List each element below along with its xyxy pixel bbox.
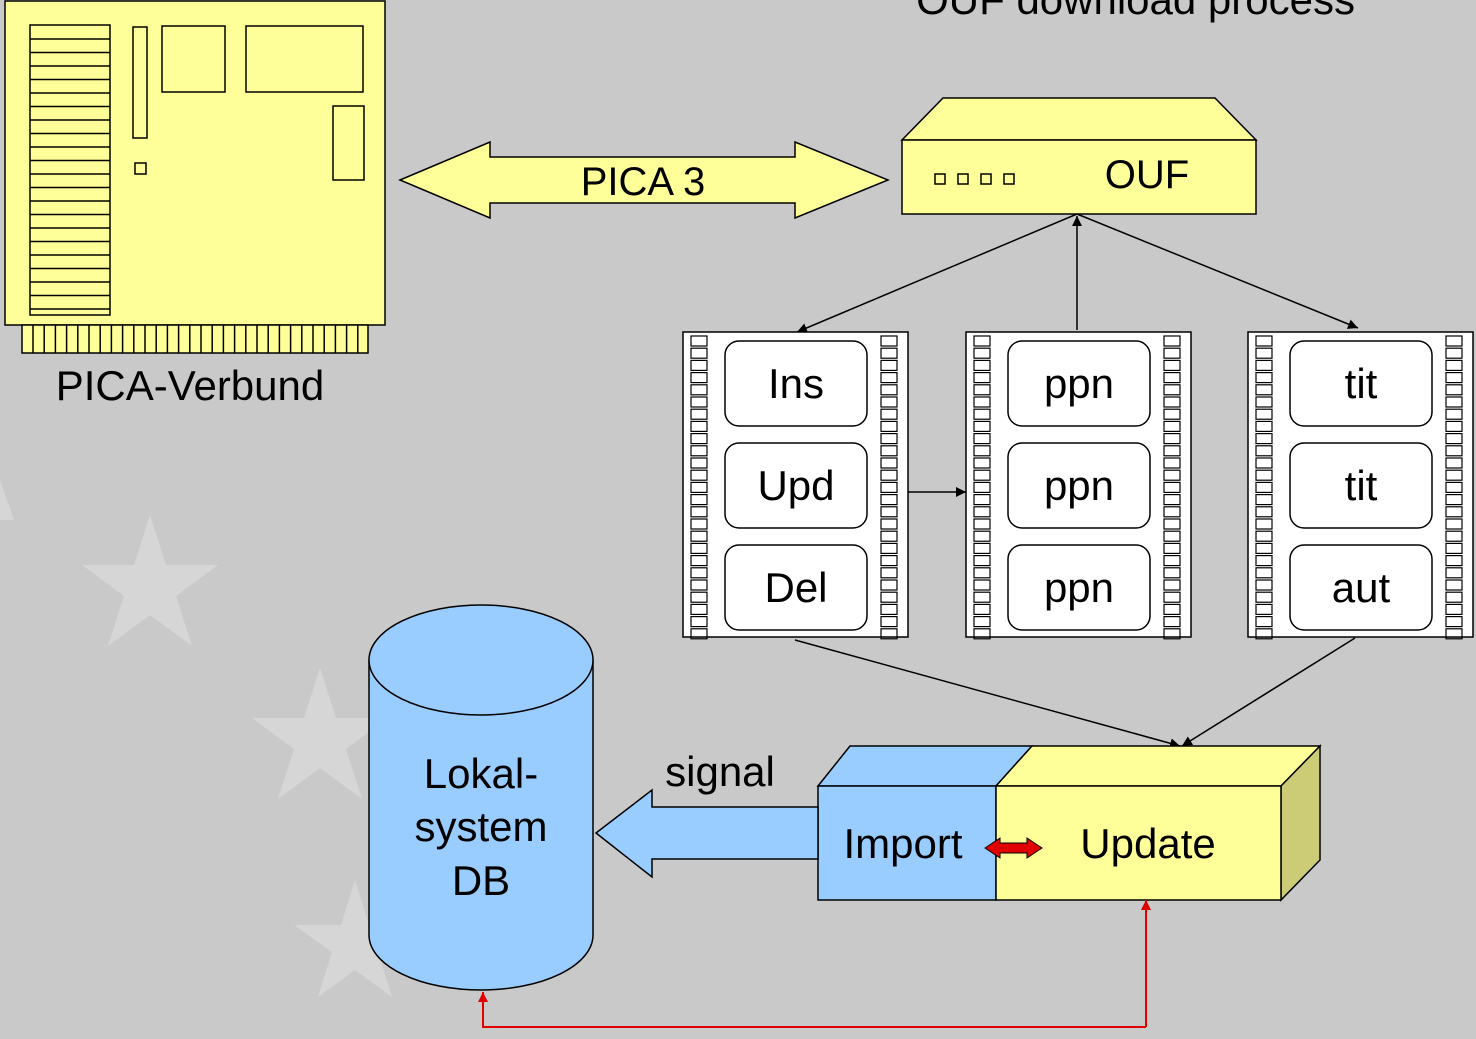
server-connector-pins — [21, 324, 369, 354]
db-label-line-3: DB — [452, 857, 510, 904]
reel-frame-label: Del — [764, 564, 827, 611]
import-panel — [817, 785, 997, 901]
lokalsystem-db — [368, 604, 594, 991]
router-connectors — [796, 213, 1359, 497]
reel-frame-label: Upd — [757, 462, 834, 509]
pica3-link-arrow — [398, 140, 890, 220]
connector-router-to-reel-3 — [1076, 213, 1359, 329]
router-led — [934, 173, 946, 185]
db-label-line-1: Lokal- — [424, 750, 538, 797]
reel-frame-label: ppn — [1044, 564, 1114, 611]
link-label: PICA 3 — [581, 160, 706, 204]
reel-frame — [724, 544, 868, 631]
reel-frame — [1007, 544, 1151, 631]
router-led — [1003, 173, 1015, 185]
reel-frame — [724, 442, 868, 529]
db-label-line-2: system — [414, 803, 547, 850]
film-reel-3: tit tit aut — [1247, 331, 1474, 640]
signal-label: signal — [665, 748, 775, 795]
reel-frame-label: ppn — [1044, 360, 1114, 407]
reel-frame — [1007, 442, 1151, 529]
ouf-router — [900, 97, 1258, 215]
reel-to-box-connectors — [794, 637, 1356, 749]
film-reel-2: ppn ppn ppn — [965, 331, 1192, 640]
box-top-import — [816, 745, 1034, 787]
exchange-arrow — [984, 837, 1043, 859]
router-led — [980, 173, 992, 185]
star-decoration — [252, 668, 388, 799]
reel-frame-label: aut — [1332, 564, 1391, 611]
router-led — [957, 173, 969, 185]
signal-arrow — [594, 788, 819, 879]
server-slot-stack — [29, 24, 111, 316]
update-panel — [995, 785, 1282, 901]
box-top-update — [994, 745, 1322, 787]
reel-frame — [1289, 544, 1433, 631]
page-title: OUF download process — [916, 0, 1355, 23]
reel-frame-label: Ins — [768, 360, 824, 407]
reel-frame — [724, 340, 868, 427]
background-stars — [0, 480, 416, 997]
feedback-line — [478, 992, 1146, 1028]
import-label: Import — [843, 820, 962, 867]
connector-router-to-reel-1 — [796, 213, 1078, 333]
reel-frame-label: ppn — [1044, 462, 1114, 509]
star-decoration — [0, 480, 14, 520]
update-label: Update — [1080, 820, 1215, 867]
connector-reel-3-to-update — [1181, 637, 1356, 747]
reel-frame — [1007, 340, 1151, 427]
server-label: PICA-Verbund — [56, 362, 325, 409]
reel-frame-label: tit — [1345, 360, 1378, 407]
reel-frame-label: tit — [1345, 462, 1378, 509]
star-decoration — [294, 880, 416, 997]
reel-frame — [1289, 442, 1433, 529]
connector-reel-1-to-update — [794, 639, 1181, 749]
router-label: OUF — [1105, 153, 1189, 197]
reel-frame — [1289, 340, 1433, 427]
pica-verbund-server — [4, 0, 386, 354]
star-decoration — [82, 515, 218, 646]
import-update-box — [816, 744, 1322, 902]
